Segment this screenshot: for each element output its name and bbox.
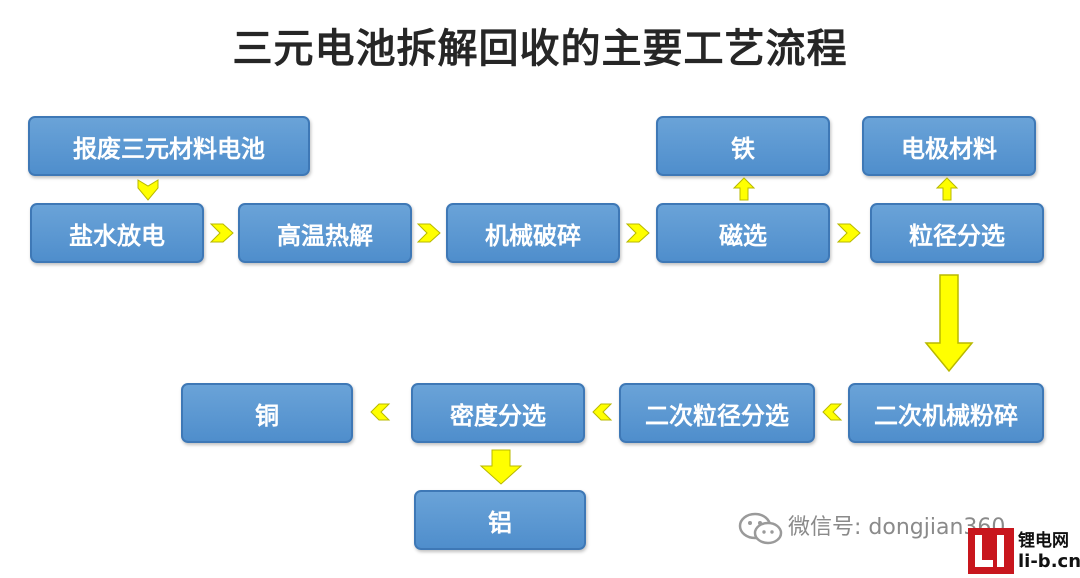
arrow-left-second-size-to-density xyxy=(592,403,613,421)
step-second-mechanical-crushing: 二次机械粉碎 xyxy=(848,383,1044,443)
step-density-separation: 密度分选 xyxy=(411,383,585,443)
step-magnetic-separation: 磁选 xyxy=(656,203,830,263)
wechat-icon xyxy=(738,512,783,545)
arrow-up-magnetic-to-iron xyxy=(732,177,756,201)
arrow-down-scrap-to-discharge xyxy=(137,179,159,201)
step-scrap-battery: 报废三元材料电池 xyxy=(28,116,310,176)
arrow-down-density-to-aluminum xyxy=(479,449,523,485)
arrow-right-magnetic-to-size xyxy=(836,223,861,243)
arrow-left-density-to-copper xyxy=(370,403,391,421)
arrow-right-crushing-to-magnetic xyxy=(625,223,650,243)
arrow-up-size-to-electrode xyxy=(935,177,959,201)
logo-en-text: li-b.cn xyxy=(1018,551,1080,572)
step-copper: 铜 xyxy=(181,383,353,443)
step-second-size-separation: 二次粒径分选 xyxy=(619,383,815,443)
arrow-right-discharge-to-pyrolysis xyxy=(209,223,234,243)
logo-li-icon xyxy=(975,535,1004,567)
step-mechanical-crushing: 机械破碎 xyxy=(446,203,620,263)
step-particle-size-separation: 粒径分选 xyxy=(870,203,1044,263)
site-logo: 锂电网 li-b.cn xyxy=(968,522,1080,578)
step-iron: 铁 xyxy=(656,116,830,176)
logo-mark xyxy=(968,528,1014,574)
step-electrode-material: 电极材料 xyxy=(862,116,1036,176)
diagram-title: 三元电池拆解回收的主要工艺流程 xyxy=(232,26,848,72)
arrow-left-second-crush-to-second-size xyxy=(822,403,843,421)
arrow-right-pyrolysis-to-crushing xyxy=(416,223,441,243)
step-salt-discharge: 盐水放电 xyxy=(30,203,204,263)
logo-cn-text: 锂电网 xyxy=(1018,531,1069,551)
arrow-down-size-to-second-crush xyxy=(924,274,974,373)
step-aluminum: 铝 xyxy=(414,490,586,550)
step-pyrolysis: 高温热解 xyxy=(238,203,412,263)
